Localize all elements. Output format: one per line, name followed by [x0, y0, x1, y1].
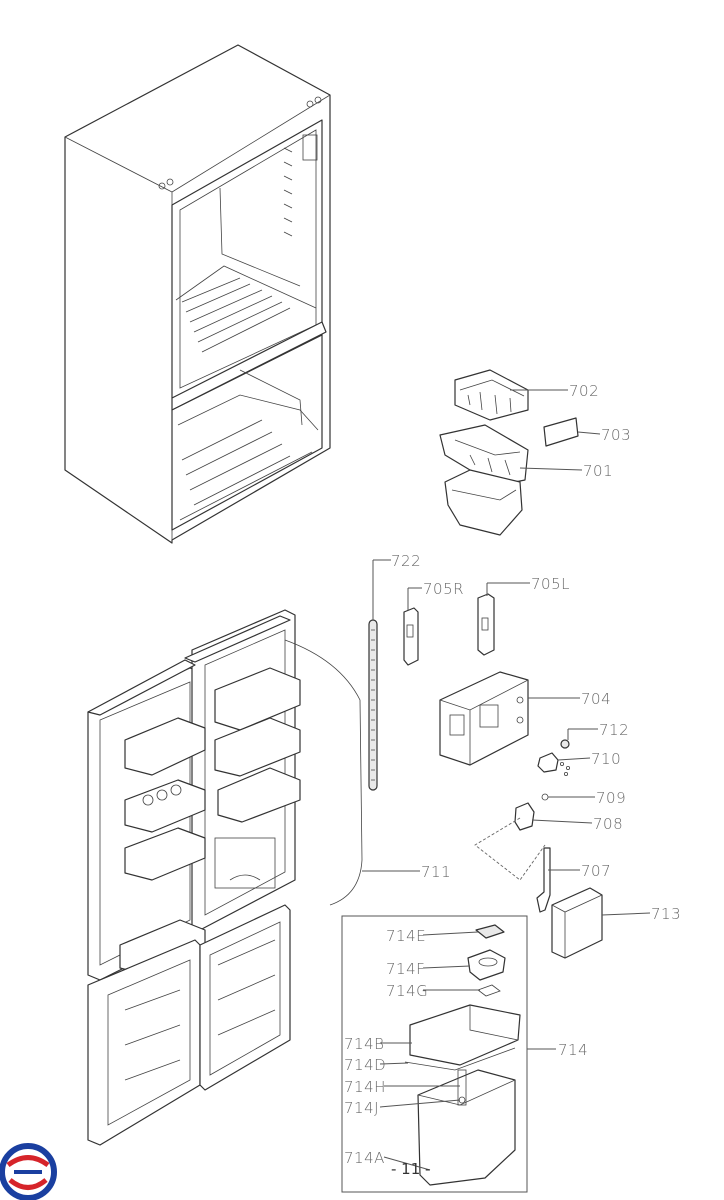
- label-711: 711: [421, 863, 451, 881]
- fridge-doors-drawing: [87, 609, 363, 1146]
- label-709: 709: [596, 789, 626, 807]
- label-714e: 714E: [386, 927, 426, 945]
- label-714g: 714G: [386, 982, 428, 1000]
- brand-logo: [0, 1143, 57, 1200]
- water-tank-714-drawing: [341, 915, 528, 1193]
- part-labels: 702 703 701 722 705R 705L 704 712 710 70…: [344, 382, 681, 1178]
- cover-713-drawing: [551, 887, 603, 959]
- label-703: 703: [601, 426, 631, 444]
- fridge-cabinet-drawing: [64, 44, 331, 544]
- page-number: - 11 -: [391, 1160, 430, 1178]
- label-714j: 714J: [344, 1099, 379, 1117]
- label-714a: 714A: [344, 1149, 385, 1167]
- label-704: 704: [581, 690, 611, 708]
- label-702: 702: [569, 382, 599, 400]
- door-gasket-722-drawing: [368, 619, 378, 791]
- label-701: 701: [583, 462, 613, 480]
- label-714h: 714H: [344, 1078, 386, 1096]
- leader-lines: [362, 389, 651, 1171]
- label-714b: 714B: [344, 1035, 384, 1053]
- dispenser-housing-704-drawing: [439, 671, 529, 766]
- ice-maker-assembly-drawing: [439, 369, 579, 536]
- label-722: 722: [391, 552, 421, 570]
- label-714: 714: [558, 1041, 588, 1059]
- hinge-cover-705-drawing: [403, 593, 495, 666]
- label-707: 707: [581, 862, 611, 880]
- label-712: 712: [599, 721, 629, 739]
- label-705l: 705L: [531, 575, 570, 593]
- label-705r: 705R: [423, 580, 464, 598]
- label-714f: 714F: [386, 960, 425, 978]
- label-713: 713: [651, 905, 681, 923]
- label-710: 710: [591, 750, 621, 768]
- label-714d: 714D: [344, 1056, 386, 1074]
- tank-assembly-box: [341, 915, 528, 1193]
- valve-parts-drawing: [474, 739, 571, 913]
- label-708: 708: [593, 815, 623, 833]
